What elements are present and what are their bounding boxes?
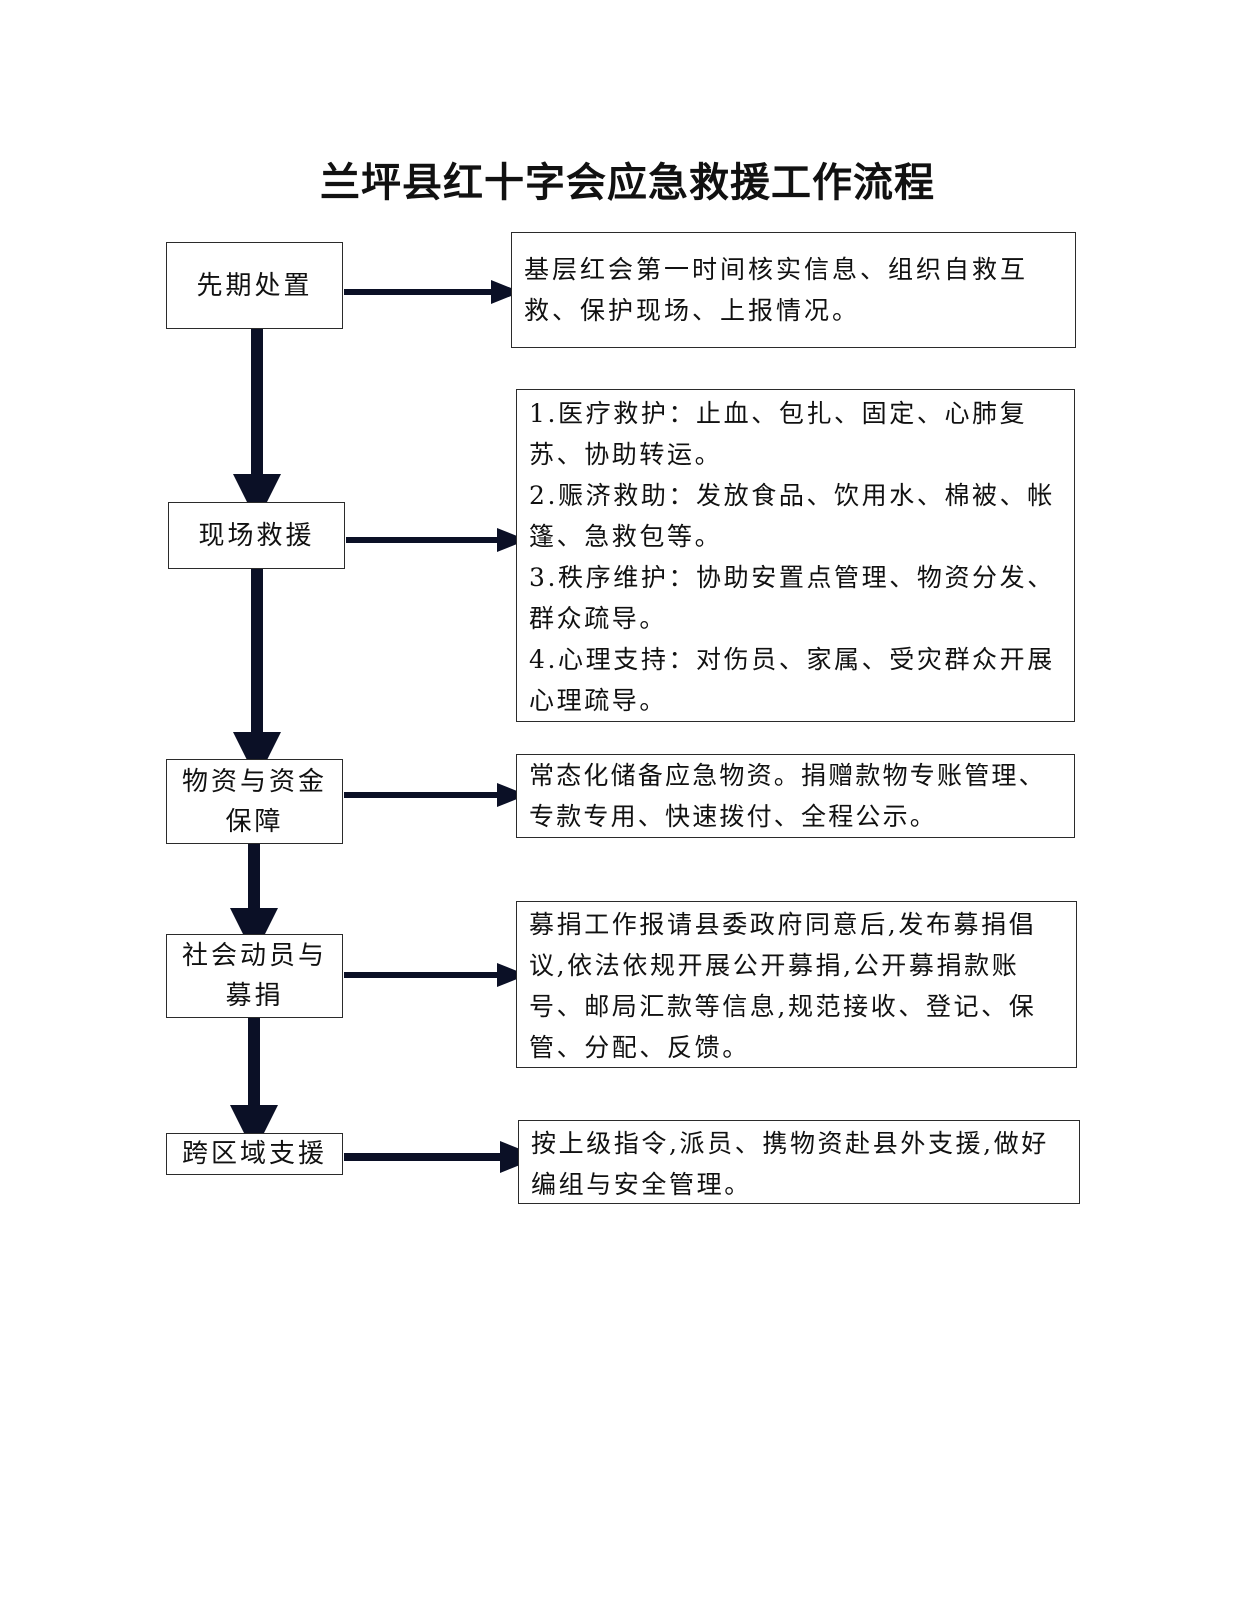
- step-initial-response: 先期处置: [166, 242, 343, 329]
- desc-text: 按上级指令,派员、携物资赴县外支援,做好编组与安全管理。: [531, 1129, 1049, 1199]
- step-label-line2: 募捐: [225, 981, 284, 1011]
- step-label: 先期处置: [196, 270, 313, 301]
- page-title: 兰坪县红十字会应急救援工作流程: [320, 160, 935, 206]
- step-label: 跨区域支援: [181, 1139, 327, 1169]
- desc-text: 常态化储备应急物资。捐赠款物专账管理、专款专用、快速拨付、全程公示。: [529, 761, 1046, 831]
- step-social-mobilization: 社会动员与 募捐: [166, 934, 343, 1018]
- desc-item-order: 3.秩序维护：协助安置点管理、物资分发、群众疏导。: [529, 563, 1055, 633]
- step-label-line1: 物资与资金: [181, 766, 327, 797]
- desc-onsite-rescue: 1.医疗救护：止血、包扎、固定、心肺复苏、协助转运。 2.赈济救助：发放食品、饮…: [516, 389, 1075, 722]
- desc-text: 募捐工作报请县委政府同意后,发布募捐倡议,依法依规开展公开募捐,公开募捐款账号、…: [529, 910, 1037, 1062]
- desc-cross-region-support: 按上级指令,派员、携物资赴县外支援,做好编组与安全管理。: [518, 1120, 1080, 1204]
- step-label: 现场救援: [198, 520, 315, 551]
- desc-item-relief: 2.赈济救助：发放食品、饮用水、棉被、帐篷、急救包等。: [529, 481, 1055, 551]
- step-label-line1: 社会动员与: [181, 941, 327, 971]
- desc-item-psychological: 4.心理支持：对伤员、家属、受灾群众开展心理疏导。: [529, 645, 1055, 715]
- desc-item-medical: 1.医疗救护：止血、包扎、固定、心肺复苏、协助转运。: [529, 399, 1028, 469]
- desc-social-mobilization: 募捐工作报请县委政府同意后,发布募捐倡议,依法依规开展公开募捐,公开募捐款账号、…: [516, 901, 1077, 1068]
- step-onsite-rescue: 现场救援: [168, 502, 345, 569]
- desc-initial-response: 基层红会第一时间核实信息、组织自救互救、保护现场、上报情况。: [511, 232, 1076, 348]
- desc-material-fund-support: 常态化储备应急物资。捐赠款物专账管理、专款专用、快速拨付、全程公示。: [516, 754, 1075, 838]
- step-material-fund-support: 物资与资金 保障: [166, 759, 343, 844]
- step-label-line2: 保障: [225, 806, 284, 837]
- step-cross-region-support: 跨区域支援: [166, 1133, 343, 1175]
- desc-text: 基层红会第一时间核实信息、组织自救互救、保护现场、上报情况。: [524, 255, 1029, 325]
